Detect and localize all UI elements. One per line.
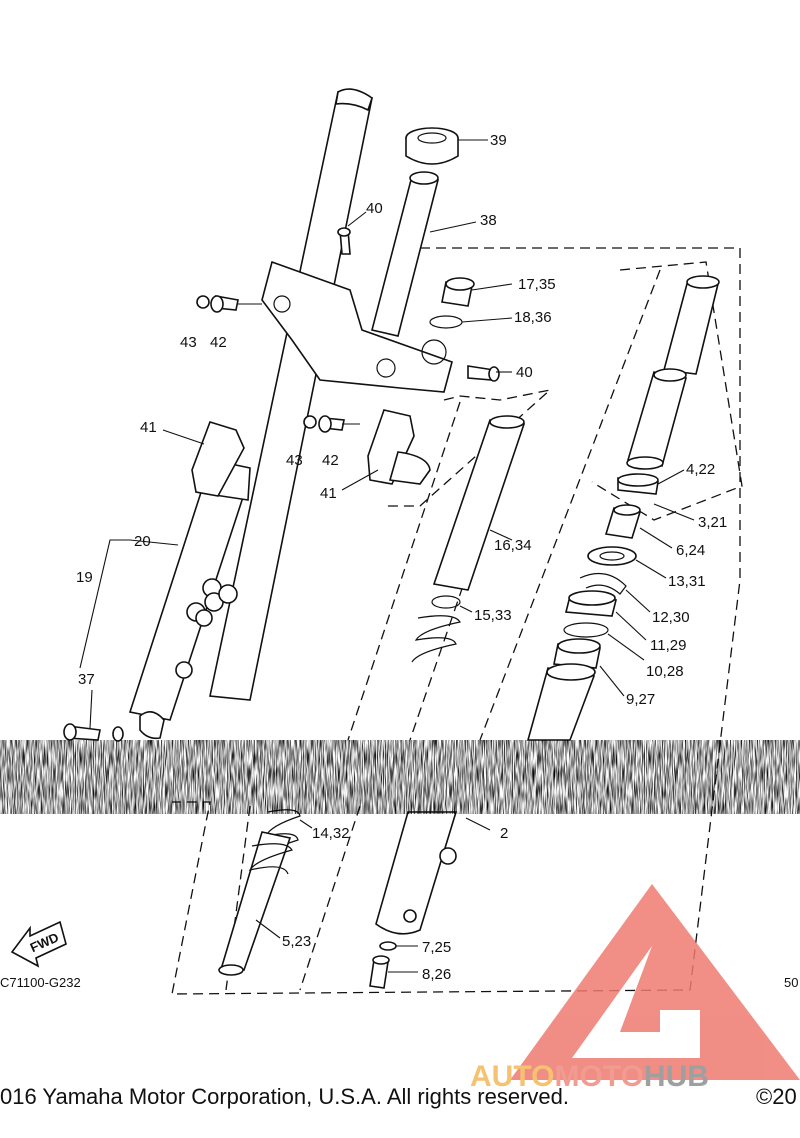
label-43-center: 43 bbox=[286, 452, 303, 469]
label-41-right: 41 bbox=[320, 485, 337, 502]
label-40-top: 40 bbox=[366, 200, 383, 217]
label-42-center: 42 bbox=[322, 452, 339, 469]
watermark-logo: AUTOMOTOHUB bbox=[470, 884, 800, 1093]
label-14-32: 14,32 bbox=[312, 825, 350, 842]
label-38: 38 bbox=[480, 212, 497, 229]
label-19: 19 bbox=[76, 569, 93, 586]
label-37: 37 bbox=[78, 671, 95, 688]
label-42-left: 42 bbox=[210, 334, 227, 351]
label-13-31: 13,31 bbox=[668, 573, 706, 590]
watermark-text: AUTOMOTOHUB bbox=[470, 1060, 709, 1093]
watermark-hub: HUB bbox=[644, 1060, 709, 1093]
right-fork-internals bbox=[411, 275, 720, 741]
copyright-year: ©20 bbox=[756, 1084, 797, 1109]
fork-guard-right bbox=[367, 409, 415, 485]
label-40-right: 40 bbox=[516, 364, 533, 381]
lower-section bbox=[10, 809, 458, 989]
label-8-26: 8,26 bbox=[422, 966, 451, 983]
triangle-logo-icon bbox=[510, 884, 800, 1080]
copyright-text: 016 Yamaha Motor Corporation, U.S.A. All… bbox=[0, 1084, 569, 1109]
label-18-36: 18,36 bbox=[514, 309, 552, 326]
label-16-34: 16,34 bbox=[494, 537, 532, 554]
steering-shaft-assembly bbox=[367, 127, 475, 485]
fwd-arrow-icon bbox=[10, 920, 67, 968]
label-3-21: 3,21 bbox=[698, 514, 727, 531]
upper-triple-clamp bbox=[261, 260, 453, 393]
watermark-moto: MOTO bbox=[554, 1060, 643, 1093]
part-labels: 39 40 38 17,35 18,36 43 42 40 41 43 42 4… bbox=[76, 132, 727, 983]
label-12-30: 12,30 bbox=[652, 609, 690, 626]
label-4-22: 4,22 bbox=[686, 461, 715, 478]
label-7-25: 7,25 bbox=[422, 939, 451, 956]
label-17-35: 17,35 bbox=[518, 276, 556, 293]
leader-lines bbox=[79, 139, 695, 973]
label-5-23: 5,23 bbox=[282, 933, 311, 950]
label-11-29: 11,29 bbox=[650, 637, 686, 654]
label-10-28: 10,28 bbox=[646, 663, 684, 680]
watermark-auto: AUTO bbox=[470, 1060, 554, 1093]
diagram-code-left: C71100-G232 bbox=[0, 975, 81, 990]
fork-guard-left bbox=[191, 421, 245, 497]
diagram-code-right: 50 bbox=[784, 975, 798, 990]
label-2: 2 bbox=[500, 825, 508, 842]
label-43-left: 43 bbox=[180, 334, 197, 351]
label-15-33: 15,33 bbox=[474, 607, 512, 624]
label-39: 39 bbox=[490, 132, 507, 149]
label-6-24: 6,24 bbox=[676, 542, 705, 559]
label-9-27: 9,27 bbox=[626, 691, 655, 708]
label-20: 20 bbox=[134, 533, 151, 550]
label-41-left: 41 bbox=[140, 419, 157, 436]
scan-noise-band bbox=[0, 740, 800, 814]
left-fork-assembly bbox=[63, 88, 500, 742]
